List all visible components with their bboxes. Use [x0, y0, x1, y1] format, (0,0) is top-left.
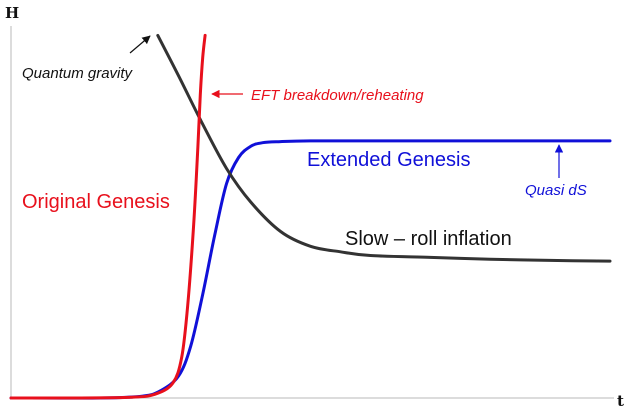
annotation-quasi-ds: Quasi dS	[525, 182, 587, 199]
quantum-gravity-arrow	[129, 35, 151, 54]
series-line-original-genesis	[9, 33, 207, 400]
annotation-eft-breakdown: EFT breakdown/reheating	[251, 87, 424, 104]
annotation-quantum-gravity: Quantum gravity	[22, 65, 134, 82]
series-line-extended-genesis	[9, 139, 612, 400]
annotation-slow-roll-inflation: Slow – roll inflation	[345, 228, 512, 250]
series-layer	[9, 33, 612, 400]
annotation-extended-genesis: Extended Genesis	[307, 149, 470, 171]
annotation-original-genesis: Original Genesis	[22, 191, 170, 213]
series-line-slow-roll-inflation	[156, 33, 612, 263]
x-axis-label: t	[617, 392, 624, 410]
y-axis-label: H	[5, 4, 19, 22]
